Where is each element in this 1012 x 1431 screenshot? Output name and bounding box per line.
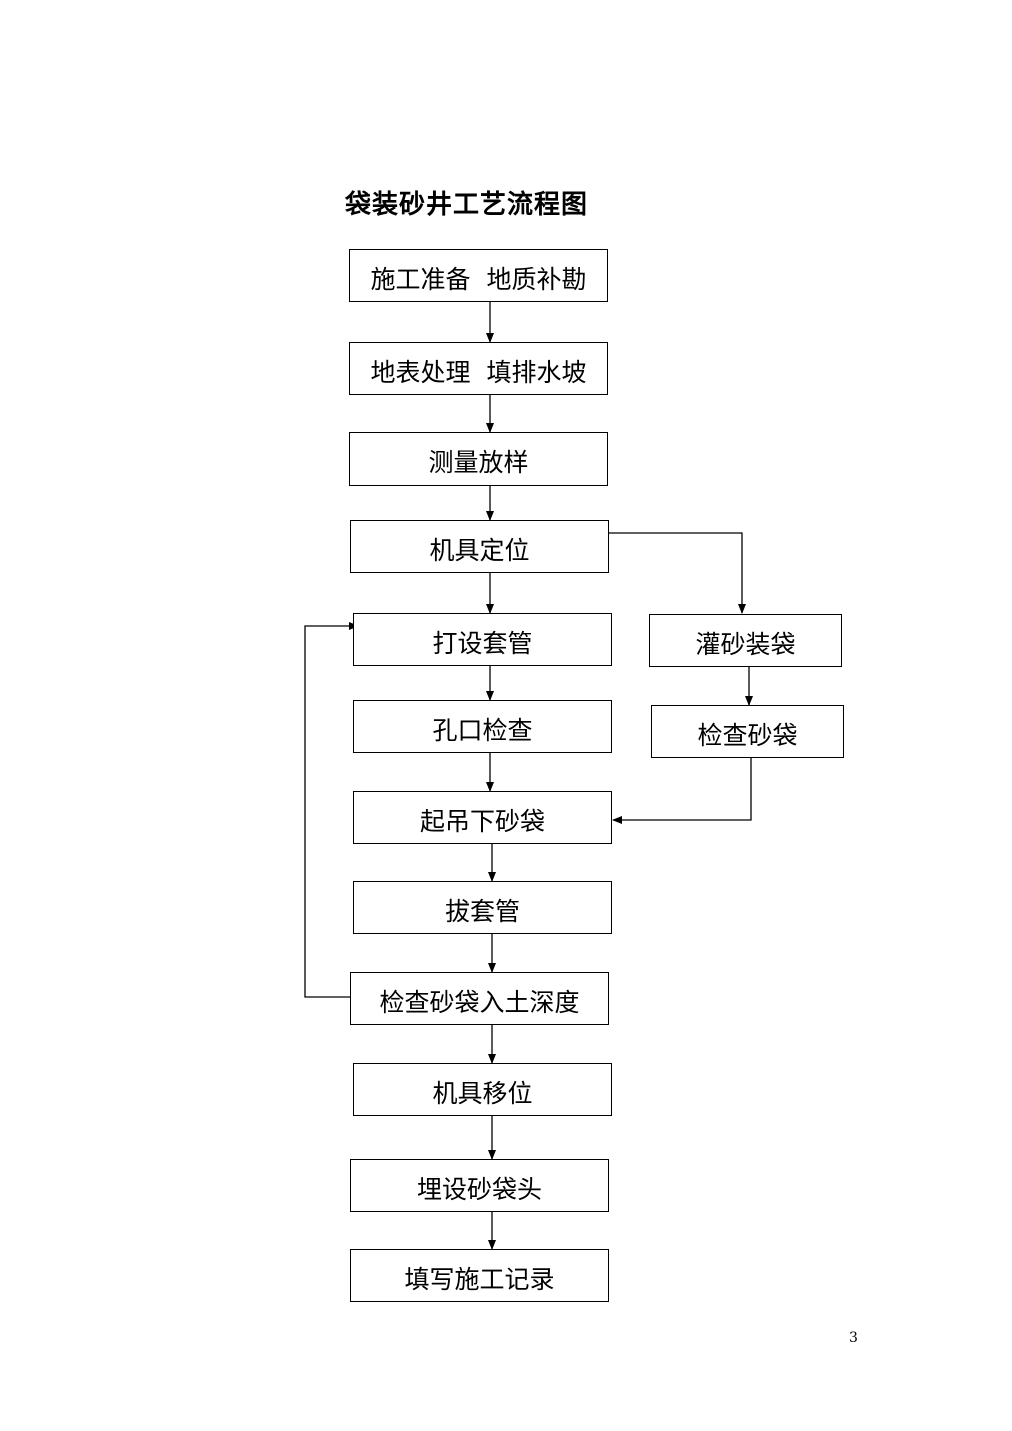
node-bag-check: 检查砂袋 bbox=[651, 705, 844, 758]
node-fill-bag: 灌砂装袋 bbox=[649, 614, 842, 667]
node-pull-casing: 拔套管 bbox=[353, 881, 612, 934]
node-casing: 打设套管 bbox=[353, 613, 612, 666]
arrow-position-to-fill-bag bbox=[609, 532, 746, 614]
node-surface: 地表处理 填排水坡 bbox=[349, 342, 608, 395]
arrow-depth-check-loop-to-casing bbox=[304, 622, 359, 998]
node-survey: 测量放样 bbox=[349, 432, 608, 486]
node-hole-check: 孔口检查 bbox=[353, 700, 612, 753]
node-record: 填写施工记录 bbox=[350, 1249, 609, 1302]
node-lower-bag: 起吊下砂袋 bbox=[353, 791, 612, 844]
page-number: 3 bbox=[849, 1330, 858, 1346]
node-bury-head: 埋设砂袋头 bbox=[350, 1159, 609, 1212]
node-prep: 施工准备 地质补勘 bbox=[349, 249, 608, 302]
node-move: 机具移位 bbox=[353, 1063, 612, 1116]
node-position: 机具定位 bbox=[350, 520, 609, 573]
arrow-bag-check-to-lower-bag bbox=[612, 758, 752, 824]
diagram-title: 袋装砂井工艺流程图 bbox=[345, 190, 589, 220]
node-depth-check: 检查砂袋入土深度 bbox=[350, 972, 609, 1025]
